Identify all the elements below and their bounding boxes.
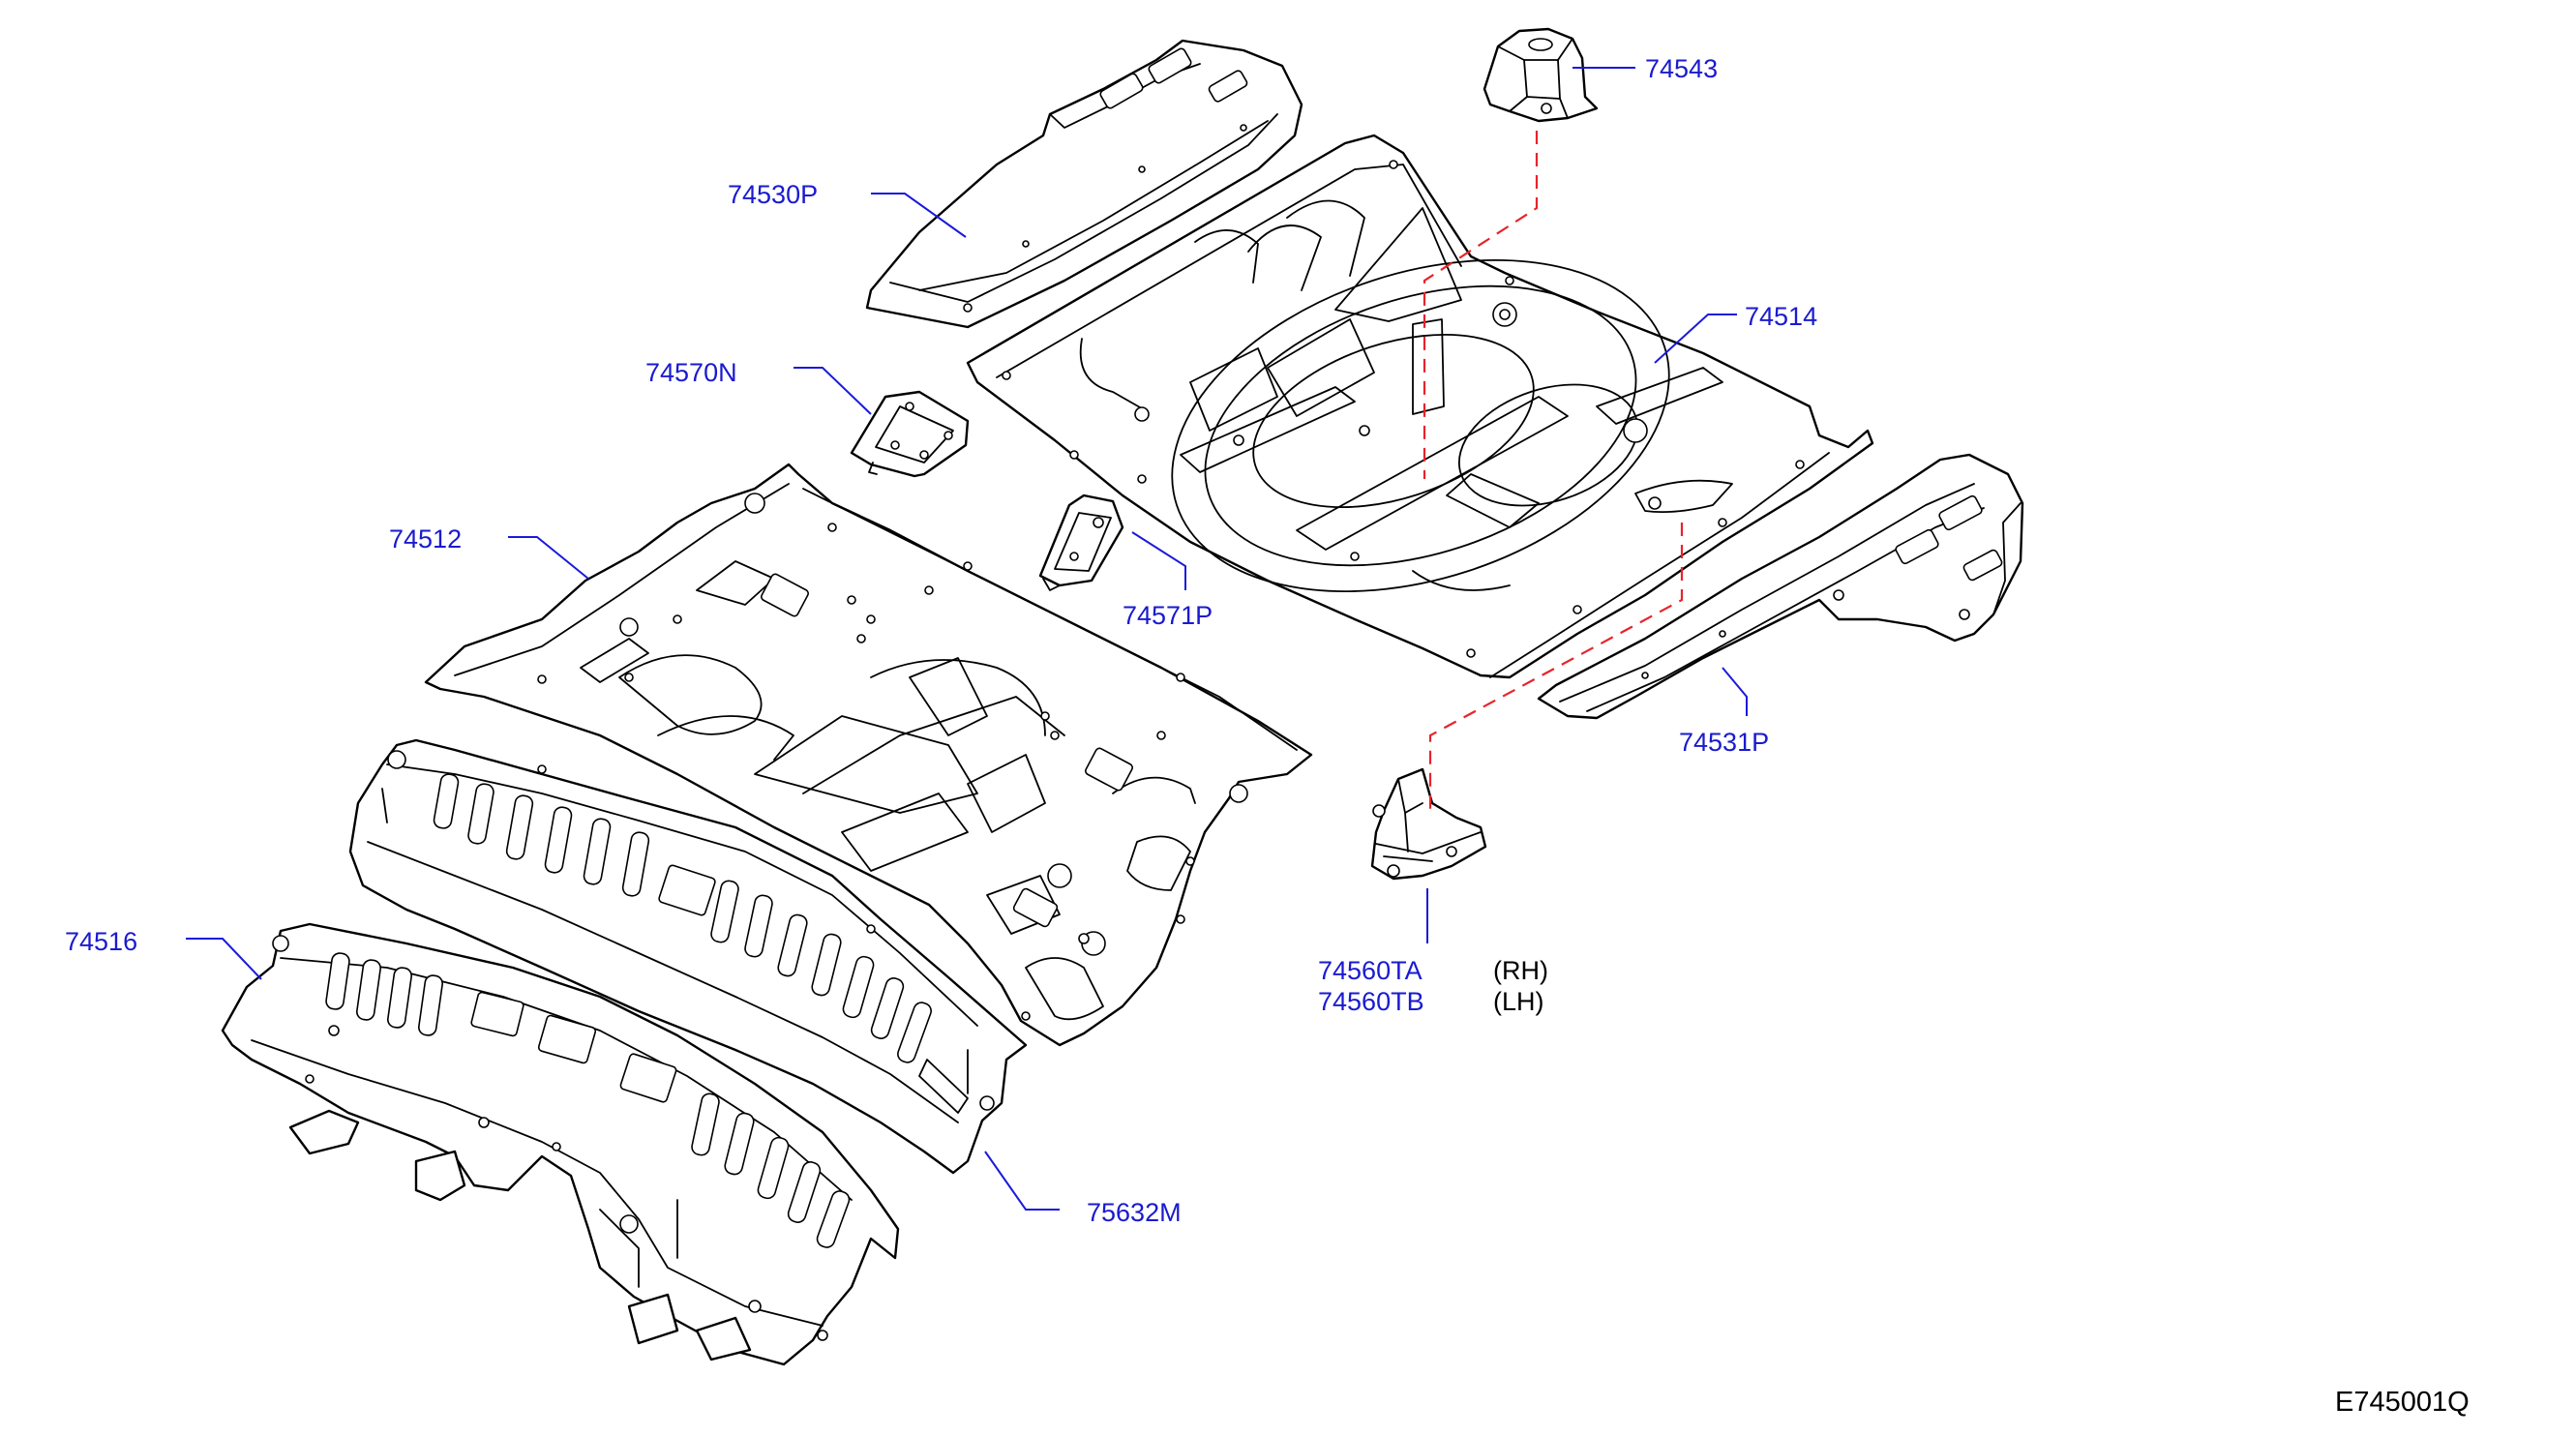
callout-74531P: 74531P: [1679, 728, 1769, 757]
leader-75632M: [984, 1151, 1060, 1211]
assembly-line-74560T: [1428, 523, 1684, 811]
part-74571P-drawing: [1038, 494, 1124, 591]
leader-74530P: [871, 193, 967, 238]
leader-74531P: [1722, 667, 1748, 716]
callout-74560TB: 74560TB: [1318, 987, 1424, 1016]
leader-74512: [508, 536, 589, 580]
leader-74514: [1654, 314, 1737, 364]
part-74512-drawing: [424, 463, 1313, 1047]
callout-74512: 74512: [389, 524, 462, 553]
callout-74560TA-side: (RH): [1493, 956, 1548, 985]
callout-74560TB-side: (LH): [1493, 987, 1544, 1016]
diagram-reference-id: E745001Q: [2335, 1387, 2470, 1418]
leader-74570N: [794, 367, 872, 415]
part-74543-drawing: [1483, 27, 1599, 123]
part-74570N-drawing: [850, 390, 970, 478]
part-74560T-drawing: [1370, 767, 1487, 881]
callout-74514: 74514: [1745, 302, 1817, 331]
callout-74570N: 74570N: [645, 358, 737, 387]
callout-74571P: 74571P: [1123, 601, 1213, 630]
part-75632M-drawing: [348, 738, 1028, 1175]
assembly-line-74543: [1423, 131, 1539, 479]
callout-74516: 74516: [65, 927, 137, 956]
part-74514-drawing: [966, 134, 1874, 679]
leader-74571P: [1131, 531, 1186, 590]
callout-74530P: 74530P: [728, 180, 818, 209]
part-74531P-drawing: [1537, 453, 2024, 720]
callout-75632M: 75632M: [1087, 1198, 1182, 1227]
callout-74543: 74543: [1645, 54, 1718, 83]
callout-74560TA: 74560TA: [1318, 956, 1423, 985]
leader-74516: [186, 938, 262, 980]
part-74530P-drawing: [865, 39, 1303, 329]
part-74516-drawing: [221, 922, 900, 1366]
